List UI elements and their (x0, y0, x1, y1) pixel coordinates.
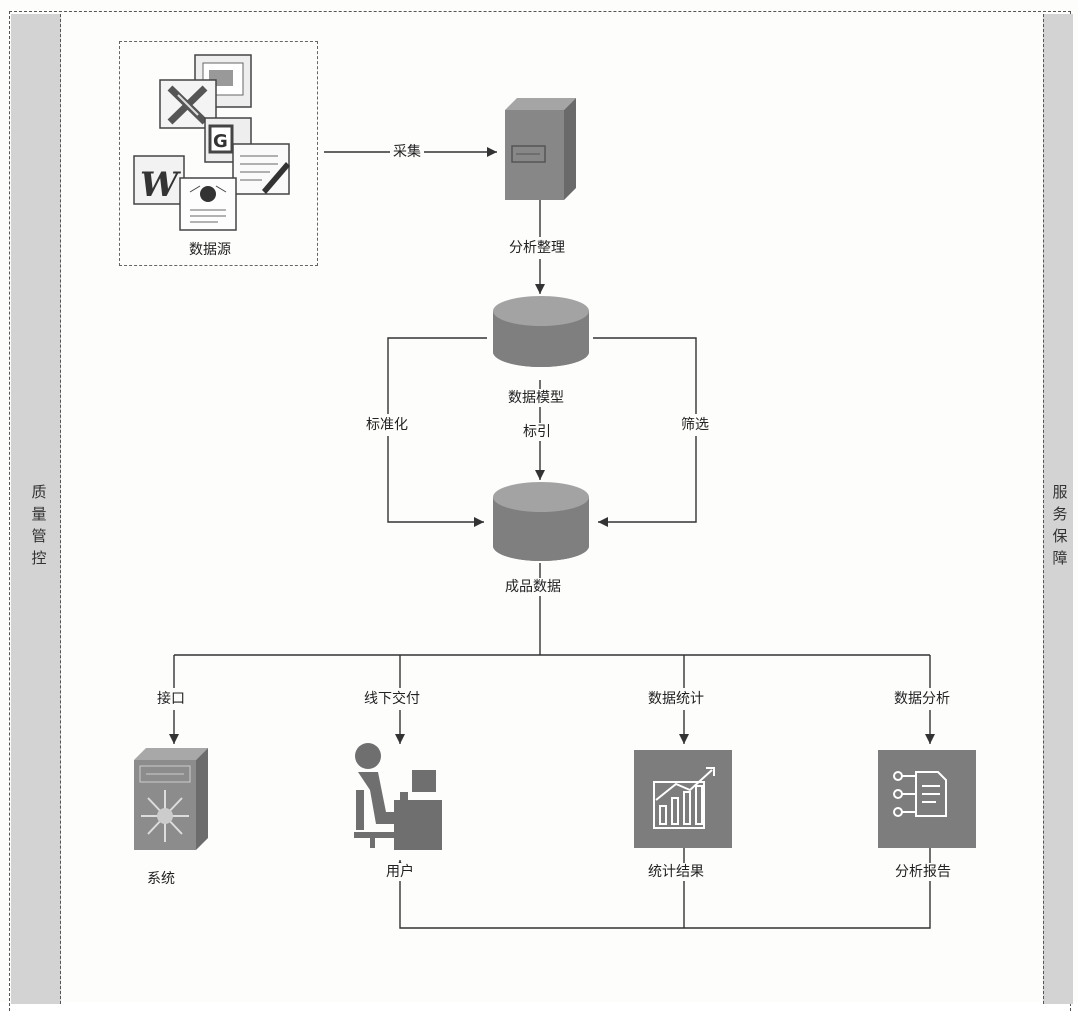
svg-text:G: G (213, 131, 228, 152)
data-source-label: 数据源 (189, 241, 231, 259)
system-label: 系统 (147, 870, 175, 888)
feedback-line (400, 848, 930, 928)
collect-label: 采集 (390, 143, 424, 161)
statistics-label: 数据统计 (648, 688, 704, 710)
server-icon (505, 98, 576, 200)
analyze-label: 分析整理 (507, 237, 567, 259)
database-icon (493, 482, 589, 561)
filter-label: 筛选 (681, 414, 709, 436)
stats-result-label: 统计结果 (648, 863, 704, 881)
network-switch-icon (134, 748, 208, 850)
data-model-label: 数据模型 (508, 389, 564, 407)
index-label: 标引 (523, 423, 551, 441)
bar-chart-icon (634, 750, 732, 848)
edit-document-icon (233, 144, 290, 194)
result-data-label: 成品数据 (505, 578, 561, 596)
svg-text:W: W (140, 165, 181, 205)
offline-delivery-label: 线下交付 (364, 688, 420, 710)
standardize-label: 标准化 (366, 414, 408, 436)
database-icon (493, 296, 589, 367)
analysis-report-label: 分析报告 (895, 863, 951, 881)
user-label: 用户 (386, 863, 414, 881)
analysis-label: 数据分析 (894, 688, 950, 710)
user-at-desk-icon (354, 743, 442, 850)
report-icon (878, 750, 976, 848)
word-icon: W (134, 156, 184, 205)
interface-label: 接口 (157, 688, 185, 710)
web-page-icon (180, 178, 236, 230)
